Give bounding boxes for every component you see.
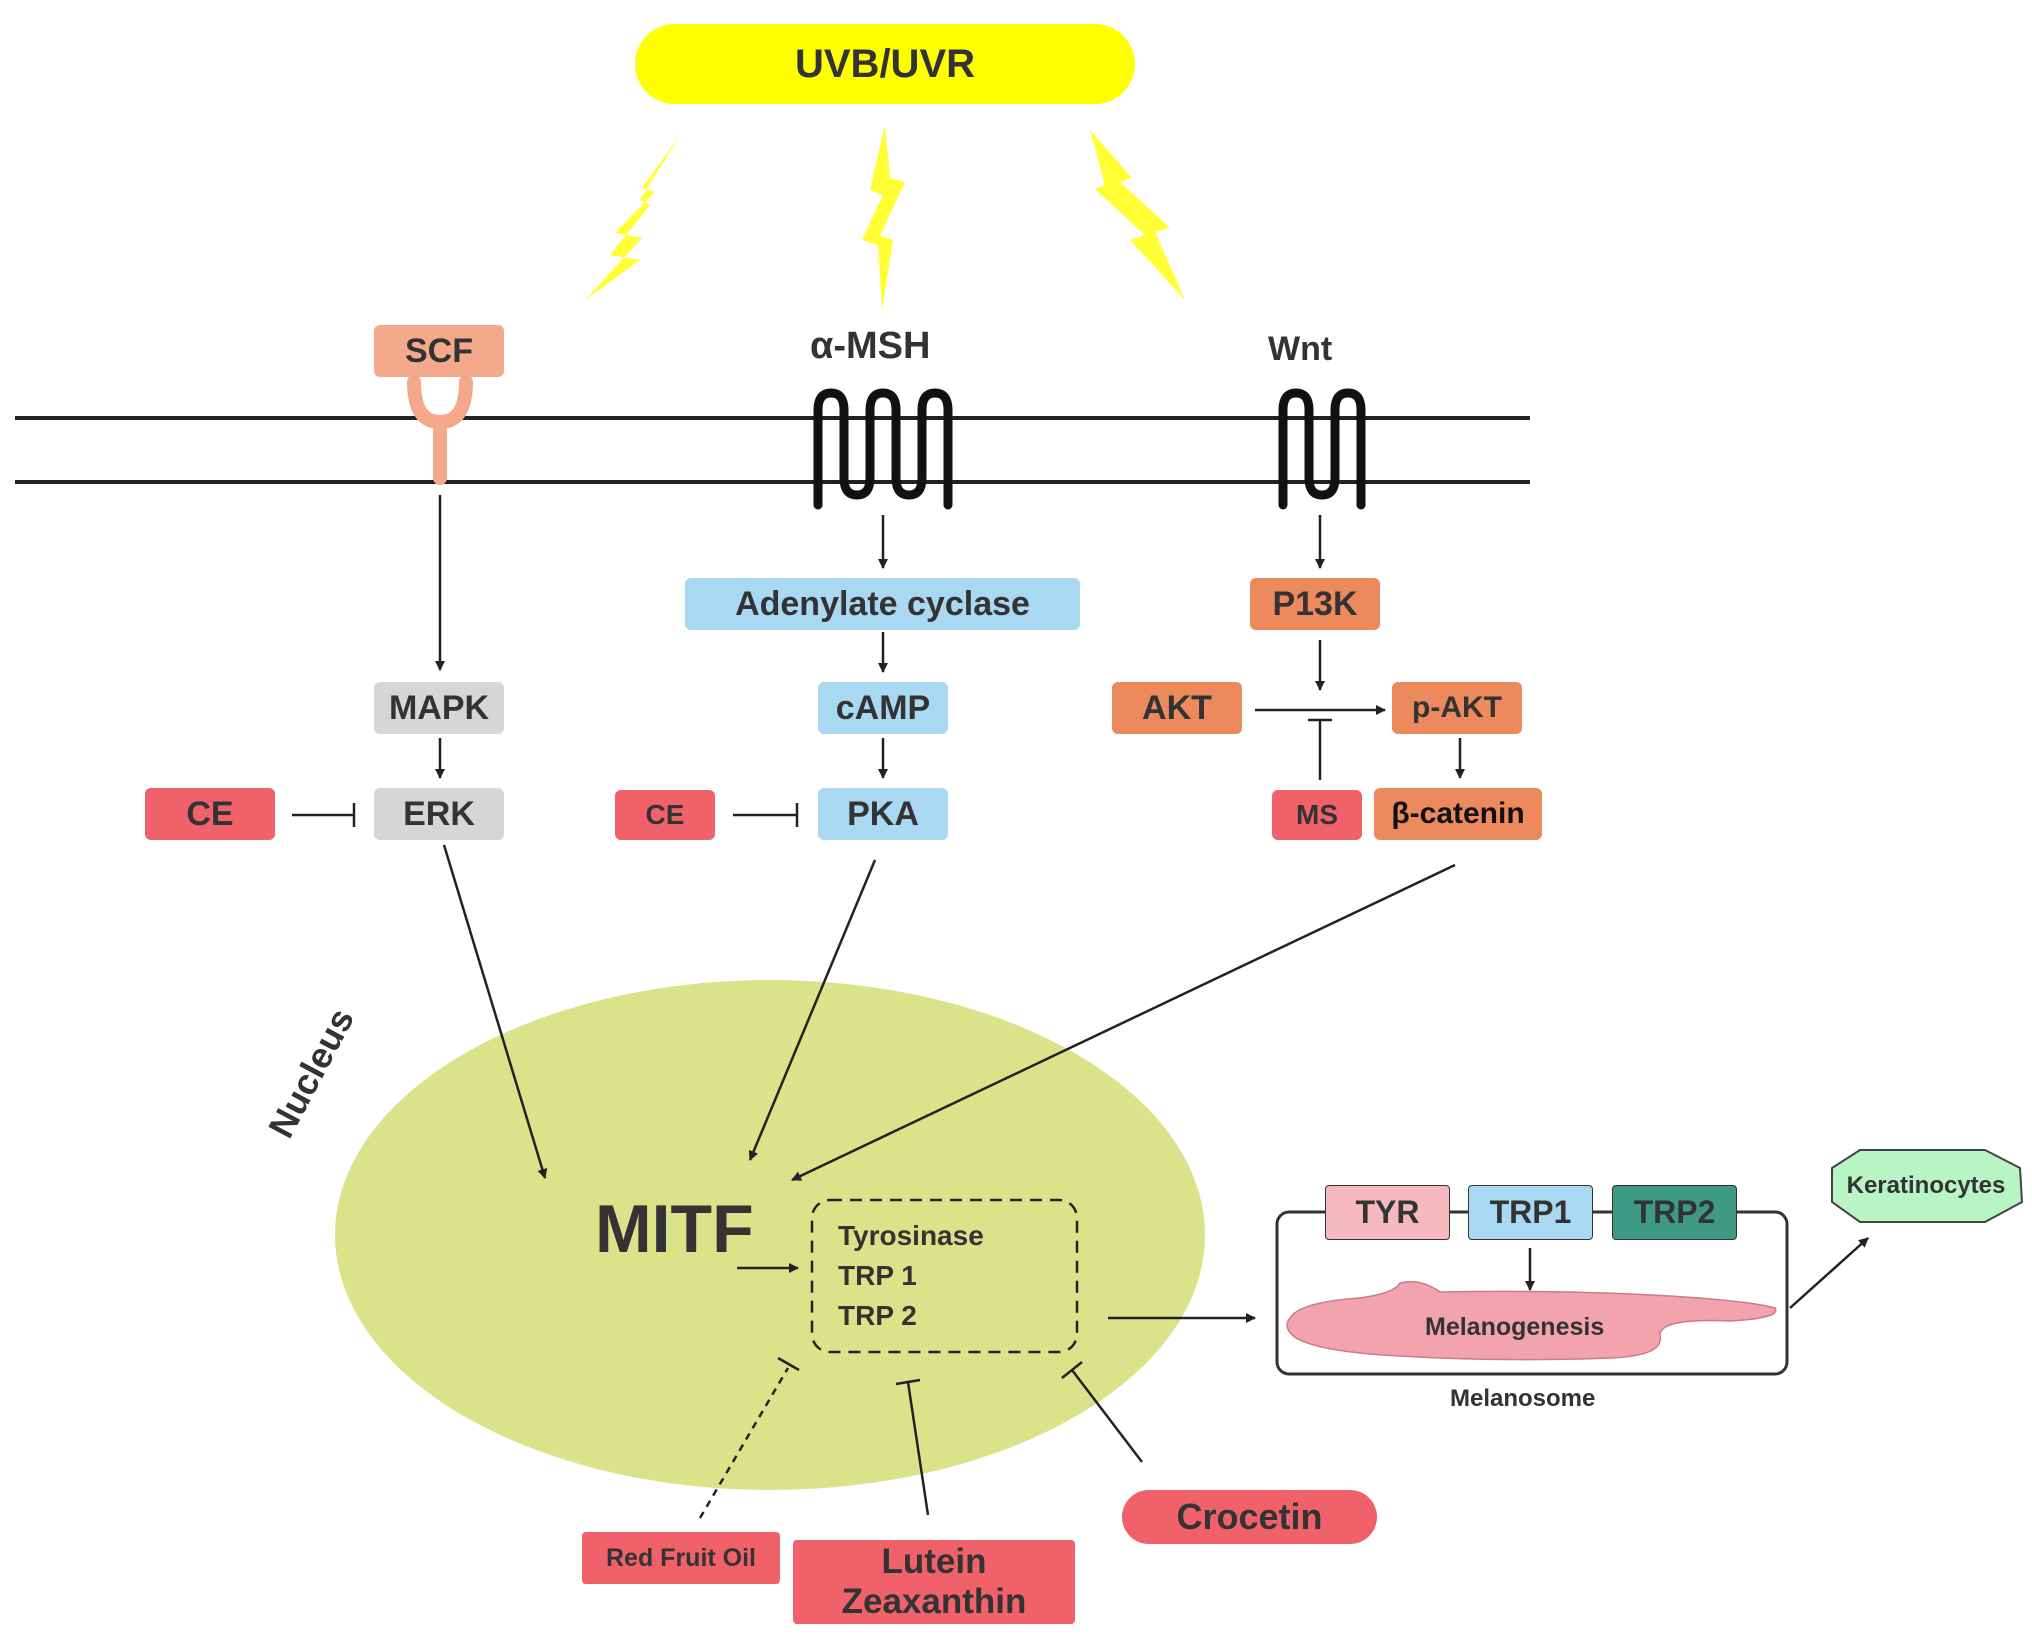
nucleus-ellipse bbox=[335, 980, 1205, 1490]
melanosome-label: Melanosome bbox=[1450, 1385, 1596, 1412]
scf-ligand: SCF bbox=[374, 325, 504, 377]
ce-inhibitor-camp: CE bbox=[615, 790, 715, 840]
uv-bolt-center-icon bbox=[862, 125, 905, 310]
melanogenesis-label: Melanogenesis bbox=[1425, 1313, 1605, 1341]
wnt-label: Wnt bbox=[1268, 330, 1333, 368]
ce-inhibitor-mapk: CE bbox=[145, 788, 275, 840]
arrow-melanosome-to-keratinocytes bbox=[1789, 1237, 1869, 1309]
target-tyrosinase: Tyrosinase bbox=[838, 1220, 984, 1251]
trp2-node: TRP2 bbox=[1612, 1185, 1737, 1240]
p13k-node: P13K bbox=[1250, 578, 1380, 630]
msh-receptor-icon bbox=[813, 388, 953, 510]
wnt-receptor-icon bbox=[1278, 388, 1366, 510]
target-trp1: TRP 1 bbox=[838, 1260, 917, 1291]
scf-receptor-icon bbox=[407, 375, 473, 485]
pka-node: PKA bbox=[818, 788, 948, 840]
lutein-label: Lutein bbox=[881, 1542, 987, 1581]
target-trp2: TRP 2 bbox=[838, 1300, 917, 1331]
arrow-erk-to-mitf bbox=[442, 844, 548, 1179]
mapk-node: MAPK bbox=[374, 682, 504, 734]
inhibition-lutein bbox=[895, 1378, 930, 1516]
inhibition-ce-pka bbox=[733, 803, 799, 827]
trp1-node: TRP1 bbox=[1468, 1185, 1593, 1240]
crocetin-node: Crocetin bbox=[1122, 1490, 1377, 1544]
adenylate-cyclase-node: Adenylate cyclase bbox=[685, 578, 1080, 630]
uv-bolt-right-icon bbox=[1090, 130, 1185, 300]
alpha-msh-label: α-MSH bbox=[810, 325, 931, 367]
erk-node: ERK bbox=[374, 788, 504, 840]
mitf-label: MITF bbox=[595, 1191, 754, 1267]
arrow-pka-to-mitf bbox=[748, 859, 877, 1161]
inhibition-ce-erk bbox=[292, 803, 356, 827]
red-fruit-oil-node: Red Fruit Oil bbox=[582, 1532, 780, 1584]
beta-catenin-node: β-catenin bbox=[1374, 788, 1542, 840]
p-akt-node: p-AKT bbox=[1392, 682, 1522, 734]
keratinocytes-shape bbox=[1831, 1149, 2024, 1223]
keratinocytes-label: Keratinocytes bbox=[1846, 1172, 2006, 1199]
inhibition-red-fruit-oil bbox=[698, 1356, 800, 1519]
melanogenesis-blob bbox=[1286, 1280, 1777, 1361]
inhibition-crocetin bbox=[1061, 1361, 1143, 1463]
inhibition-ms-akt bbox=[1308, 718, 1332, 780]
arrow-betacatenin-to-mitf bbox=[791, 863, 1456, 1182]
uv-bolt-left-icon bbox=[585, 135, 680, 300]
ms-inhibitor: MS bbox=[1272, 790, 1362, 840]
uv-stimulus: UVB/UVR bbox=[635, 24, 1135, 104]
akt-node: AKT bbox=[1112, 682, 1242, 734]
camp-node: cAMP bbox=[818, 682, 948, 734]
zeaxanthin-label: Zeaxanthin bbox=[841, 1582, 1027, 1621]
lutein-zeaxanthin-node: Lutein Zeaxanthin bbox=[793, 1540, 1075, 1624]
tyr-node: TYR bbox=[1325, 1185, 1450, 1240]
